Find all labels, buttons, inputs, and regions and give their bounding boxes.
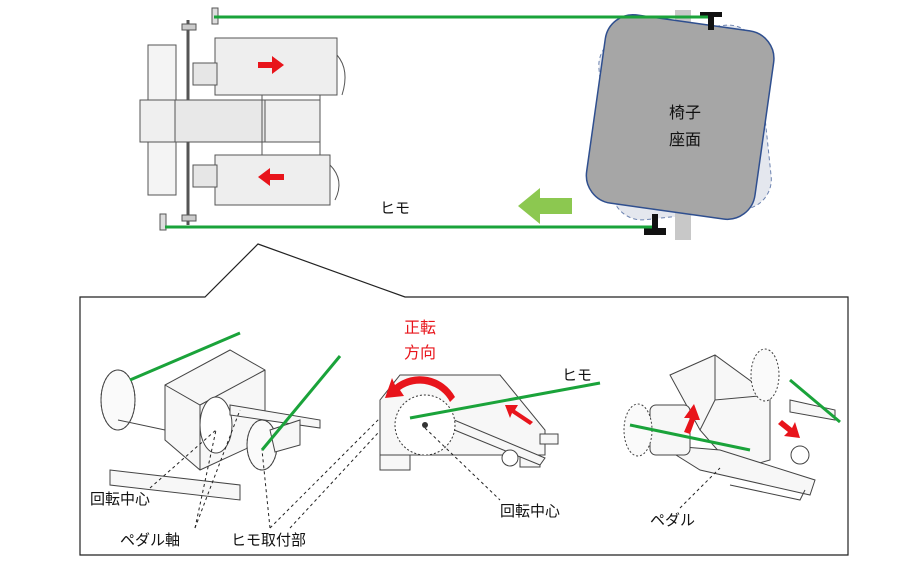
right-pedal-label: ペダル — [650, 511, 695, 529]
seat-label-line1: 椅子 — [669, 103, 701, 122]
leader-lines-left — [149, 409, 391, 529]
red-arrow-right-up-icon — [684, 404, 700, 434]
left-rotation-center-label: 回転中心 — [90, 490, 150, 508]
detail-right — [649, 354, 836, 501]
string-label-top: ヒモ — [380, 199, 410, 217]
red-arrow-middle-icon — [505, 405, 533, 425]
chair-seat — [585, 10, 775, 240]
red-arrow-left-icon — [258, 168, 284, 186]
top-view: 椅子 座面 ヒモ — [139, 7, 775, 240]
forward-rotation-arrow-icon — [385, 376, 455, 402]
seat-handle-bottom — [644, 214, 666, 235]
leader-line-middle — [424, 427, 501, 501]
forward-direction-line2: 方向 — [404, 343, 436, 362]
left-pedal-axis-label: ペダル軸 — [120, 531, 180, 549]
detail-left — [100, 349, 321, 501]
right-wheel-back — [750, 348, 780, 402]
green-arrow-left-icon — [518, 188, 572, 224]
middle-string-label: ヒモ — [562, 366, 592, 384]
string-middle-detail — [409, 381, 601, 420]
middle-wheel-center — [422, 422, 428, 428]
left-string-mount-label: ヒモ取付部 — [231, 531, 306, 549]
string-right-detail-1 — [629, 423, 751, 452]
string-right-detail-2 — [789, 378, 841, 424]
pedal-machine-top — [139, 7, 346, 231]
string-left-detail-2 — [260, 355, 342, 451]
middle-rotation-center-label: 回転中心 — [500, 502, 560, 520]
string-left-detail-1 — [129, 331, 241, 382]
red-arrow-right-down-icon — [778, 420, 800, 438]
red-arrow-right-icon — [258, 56, 284, 74]
seat-label-line2: 座面 — [669, 130, 701, 149]
forward-direction-line1: 正転 — [404, 318, 436, 337]
